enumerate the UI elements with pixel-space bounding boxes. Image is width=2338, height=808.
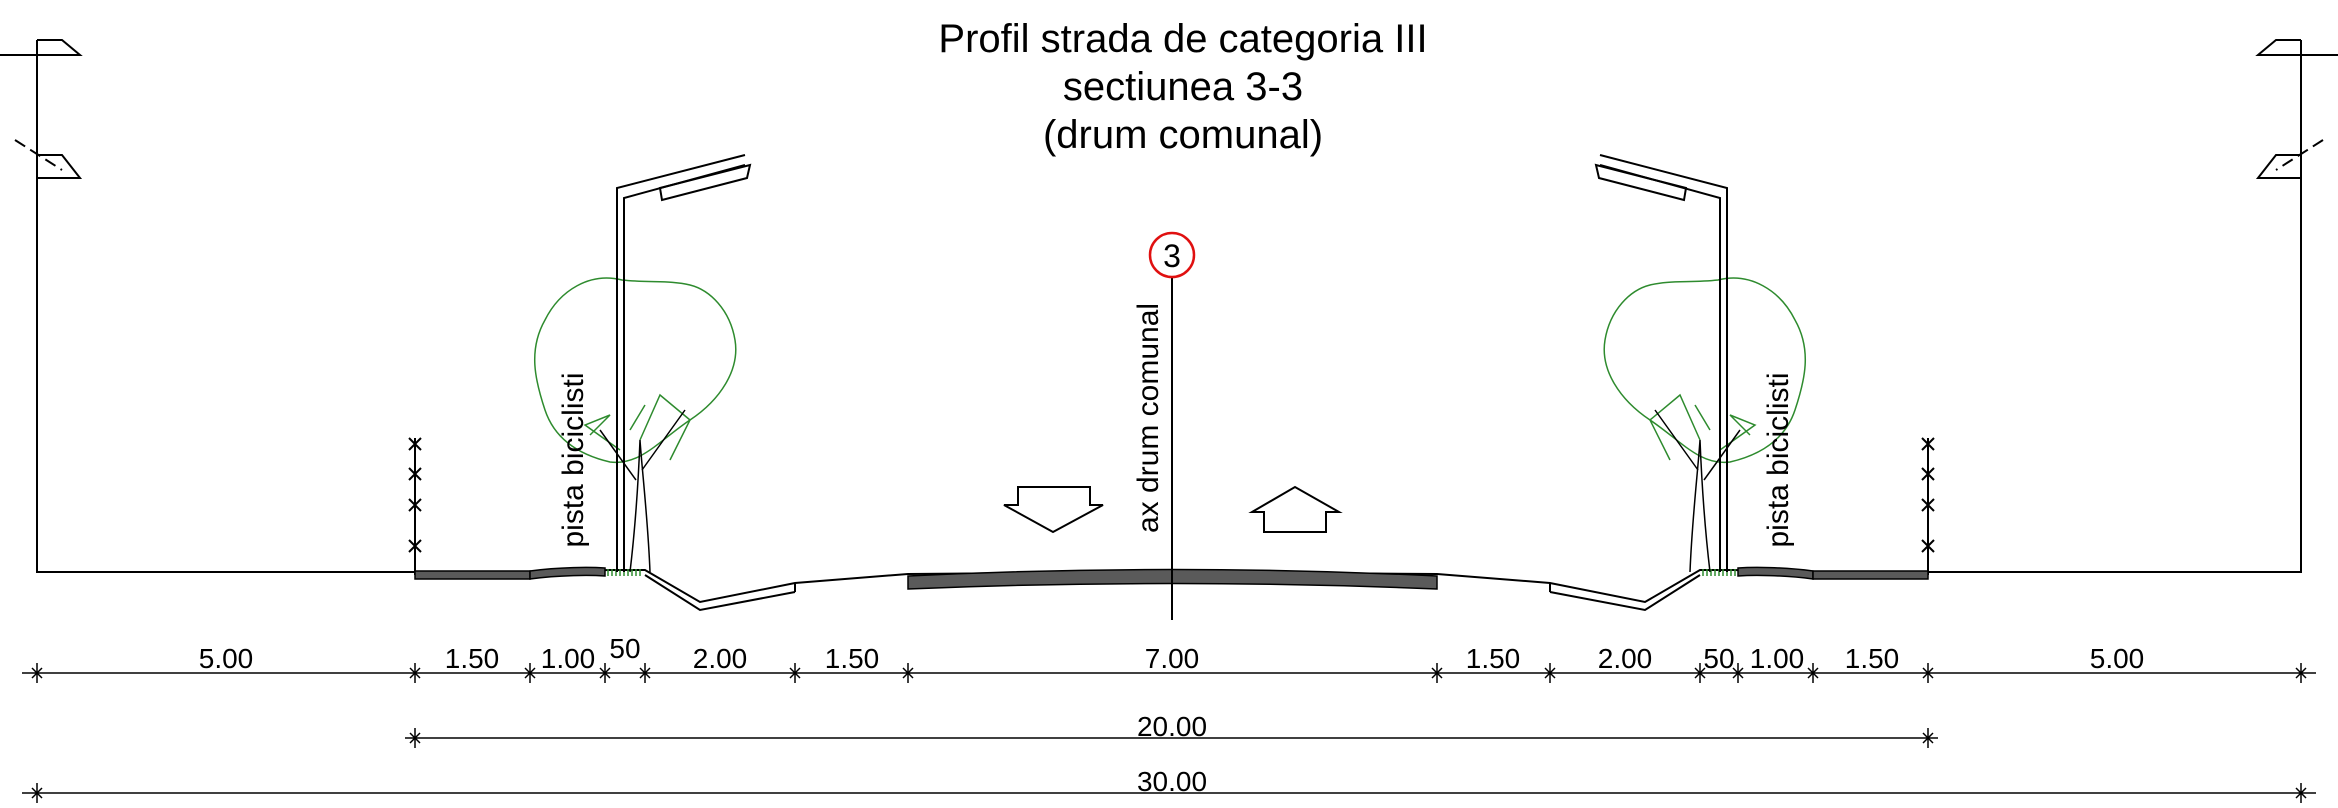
grass-strip-right [1702,569,1736,576]
grass-strip-left [607,569,641,576]
dim-row1-4: 2.00 [693,643,748,674]
title-line-2: sectiunea 3-3 [1063,65,1303,109]
section-marker-label: 3 [1163,238,1181,274]
bike-lane-right [1737,566,1814,580]
sidewalk-right [1812,570,1929,580]
street-lamp-right [1594,154,1728,572]
pavement-layers [414,566,1929,590]
building-right [1928,39,2338,573]
dim-row1-6: 7.00 [1145,643,1200,674]
arrow-up-icon [1248,485,1343,533]
bike-lane-label-left: pista biciclisti [557,372,590,547]
bike-lane-label-right: pista biciclisti [1762,372,1795,547]
tree-right [1603,277,1806,464]
dim-row1-11: 1.50 [1845,643,1900,674]
bike-lane-left [529,566,606,580]
fence-right [1921,437,1935,575]
section-marker-circle [1148,231,1196,279]
title-line-3: (drum comunal) [1043,113,1323,157]
dimension-lines [22,663,2316,803]
dim-row3: 30.00 [1137,766,1207,797]
arrow-down-icon [1003,486,1104,534]
dim-row1-7: 1.50 [1466,643,1521,674]
dim-row1-5: 1.50 [825,643,880,674]
dim-row1-2: 1.00 [541,643,596,674]
fence-left [408,437,422,575]
dim-row1-10: 1.00 [1750,643,1805,674]
dim-row1-12: 5.00 [2090,643,2145,674]
dim-row1-3: 50 [609,633,640,664]
tree-left [534,277,737,464]
street-lamp-left [616,154,752,572]
building-left [0,39,415,573]
dim-row1-9: 50 [1703,643,1734,674]
title-line-1: Profil strada de categoria III [938,17,1427,61]
dim-row1-0: 5.00 [199,643,254,674]
road-axis-label: ax drum comunal [1132,303,1165,533]
dim-row1-1: 1.50 [445,643,500,674]
sidewalk-left [414,570,531,580]
dim-row1-8: 2.00 [1598,643,1653,674]
tree-trunk-right [1654,409,1741,573]
dim-row2: 20.00 [1137,711,1207,742]
